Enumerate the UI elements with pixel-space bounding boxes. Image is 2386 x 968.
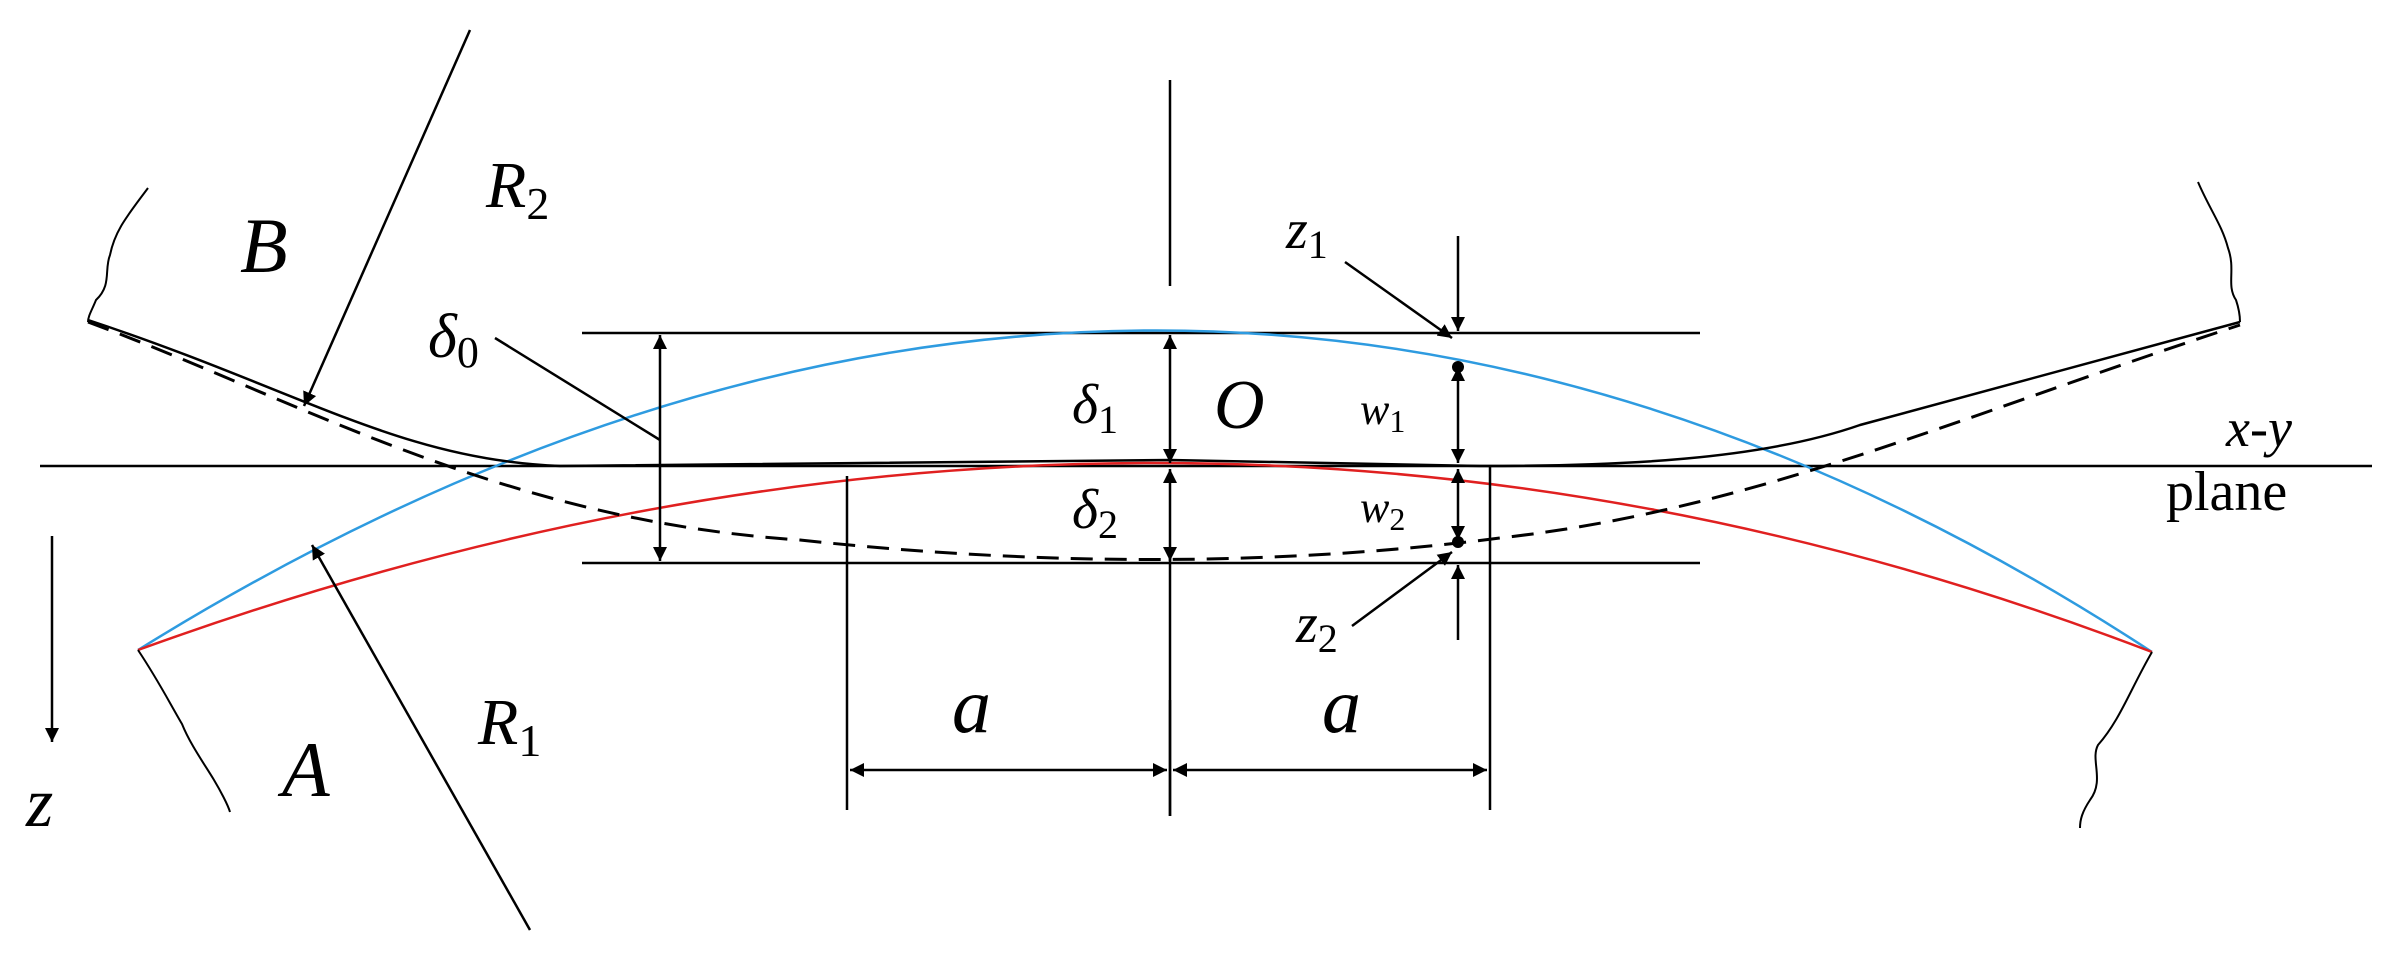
break-edge-a-left <box>137 649 231 813</box>
break-edge-a-right <box>2079 651 2153 829</box>
r1-leader <box>310 544 532 931</box>
label-z-axis: z <box>25 765 53 842</box>
label-w1: w1 <box>1360 385 1405 439</box>
label-delta1: δ1 <box>1072 374 1118 442</box>
w1-point <box>1452 361 1464 373</box>
w2-point <box>1452 536 1464 548</box>
original-contour-dashed <box>87 320 2241 562</box>
label-r1: R1 <box>477 686 541 766</box>
label-delta2: δ2 <box>1072 479 1118 547</box>
label-delta0: δ0 <box>428 303 479 377</box>
label-origin: O <box>1214 367 1265 444</box>
r2-leader <box>302 29 472 407</box>
label-a-right: a <box>1322 662 1361 749</box>
label-body-b: B <box>240 202 288 289</box>
delta0-leader <box>494 336 661 442</box>
label-plane-xy: x-y <box>2225 398 2292 458</box>
lower-arc <box>137 461 2153 654</box>
z2-leader <box>1351 550 1453 628</box>
break-edge-b-right <box>2197 181 2241 323</box>
deformed-contour-solid <box>87 318 2241 468</box>
label-plane-word: plane <box>2166 461 2287 523</box>
break-edge-b-left <box>87 187 149 323</box>
label-z2: z2 <box>1295 593 1338 661</box>
upper-arc <box>137 329 2153 654</box>
label-z1: z1 <box>1285 199 1328 267</box>
z1-leader <box>1344 260 1453 340</box>
label-r2: R2 <box>485 149 549 229</box>
label-a-left: a <box>952 662 991 749</box>
label-w2: w2 <box>1360 483 1405 537</box>
label-body-a: A <box>277 726 330 813</box>
